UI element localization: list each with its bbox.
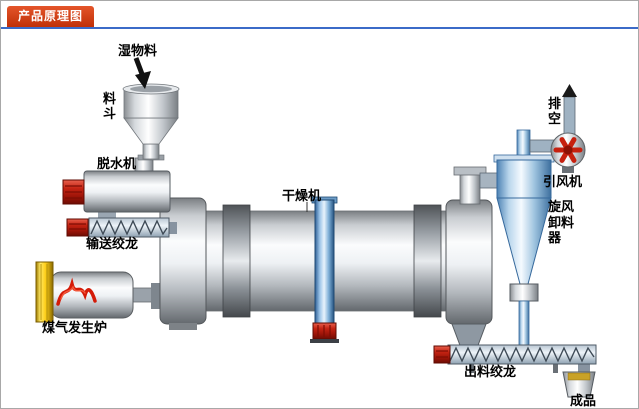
drum-feed-pipe <box>306 196 339 343</box>
product-bucket <box>562 371 596 398</box>
label-gas-furnace: 煤气发生炉 <box>42 321 108 336</box>
label-product: 成品 <box>570 394 597 409</box>
cyclone-separator <box>493 129 557 347</box>
label-hopper: 料斗 <box>103 92 117 122</box>
label-cyclone: 旋风卸料器 <box>548 200 575 247</box>
discharge-screw-conveyor <box>433 344 597 373</box>
feed-screw-motor <box>66 218 89 237</box>
label-feed-screw: 输送绞龙 <box>86 237 139 252</box>
label-discharge-screw: 出料绞龙 <box>464 365 517 380</box>
label-dewatering: 脱水机 <box>97 157 137 172</box>
wet-material-arrow-icon <box>133 57 151 89</box>
gas-furnace <box>35 261 168 323</box>
label-exhaust: 排空 <box>548 97 562 127</box>
tab-product-principle[interactable]: 产品原理图 <box>7 6 95 27</box>
feed-screw-conveyor <box>66 217 177 238</box>
discharge-screw-motor <box>433 345 451 364</box>
drum-ring-right <box>413 204 442 318</box>
drum-ring-left <box>222 204 251 318</box>
label-wet-material: 湿物料 <box>118 44 158 59</box>
exhaust-arrow-icon <box>562 84 577 97</box>
hood-to-cyclone-duct <box>453 166 503 205</box>
header-divider <box>1 27 638 29</box>
feed-hood <box>159 197 207 325</box>
hopper <box>122 83 180 161</box>
discharge-hood <box>445 199 493 325</box>
exhaust-pipe <box>563 96 576 135</box>
label-fan: 引风机 <box>543 175 583 190</box>
induced-draft-fan <box>550 84 586 173</box>
dewatering-machine <box>62 157 171 219</box>
flame-icon <box>56 277 97 306</box>
label-dryer: 干燥机 <box>282 189 322 204</box>
